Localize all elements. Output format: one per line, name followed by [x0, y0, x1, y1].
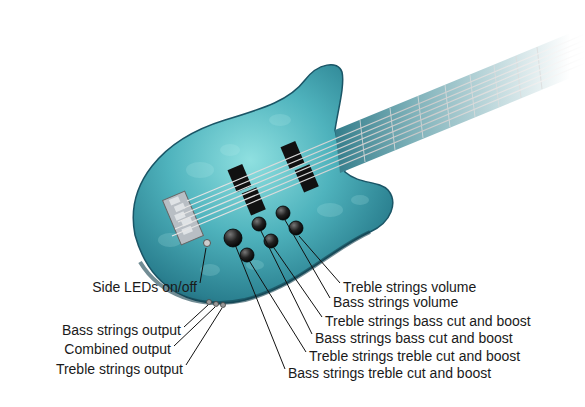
callout-label: Bass strings output [62, 322, 181, 339]
callout-label: Bass strings bass cut and boost [315, 330, 513, 347]
callout-label: Bass strings treble cut and boost [288, 365, 491, 382]
callout-label: Bass strings volume [333, 294, 458, 311]
callout-label: Treble strings volume [343, 279, 476, 296]
callout-label: Treble strings bass cut and boost [325, 313, 531, 330]
callout-label: Side LEDs on/off [92, 279, 197, 296]
callout-label: Treble strings output [56, 361, 183, 378]
callout-label: Combined output [64, 341, 171, 358]
callout-label: Treble strings treble cut and boost [309, 348, 520, 365]
